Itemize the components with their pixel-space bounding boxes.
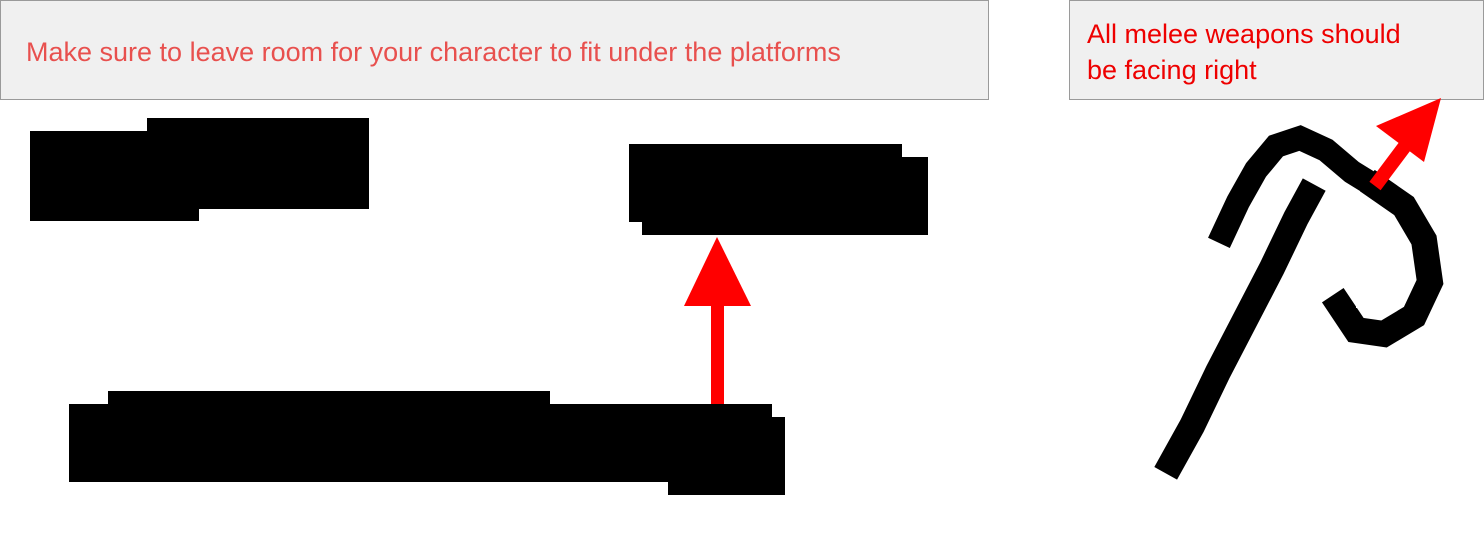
arrow-up: [684, 237, 751, 404]
platform-lower: [69, 391, 785, 495]
platform-upper-left: [30, 118, 369, 221]
weapon-note-line-2: be facing right: [1087, 55, 1257, 85]
platform-note-text: Make sure to leave room for your charact…: [26, 37, 841, 67]
platform-upper-right: [629, 144, 928, 235]
weapon-note: All melee weapons should be facing right: [1069, 0, 1484, 100]
weapon-note-line-1: All melee weapons should: [1087, 19, 1401, 49]
pickaxe-icon: [1154, 125, 1444, 480]
arrow-to-note: [1369, 98, 1441, 191]
platform-note: Make sure to leave room for your charact…: [0, 0, 989, 100]
